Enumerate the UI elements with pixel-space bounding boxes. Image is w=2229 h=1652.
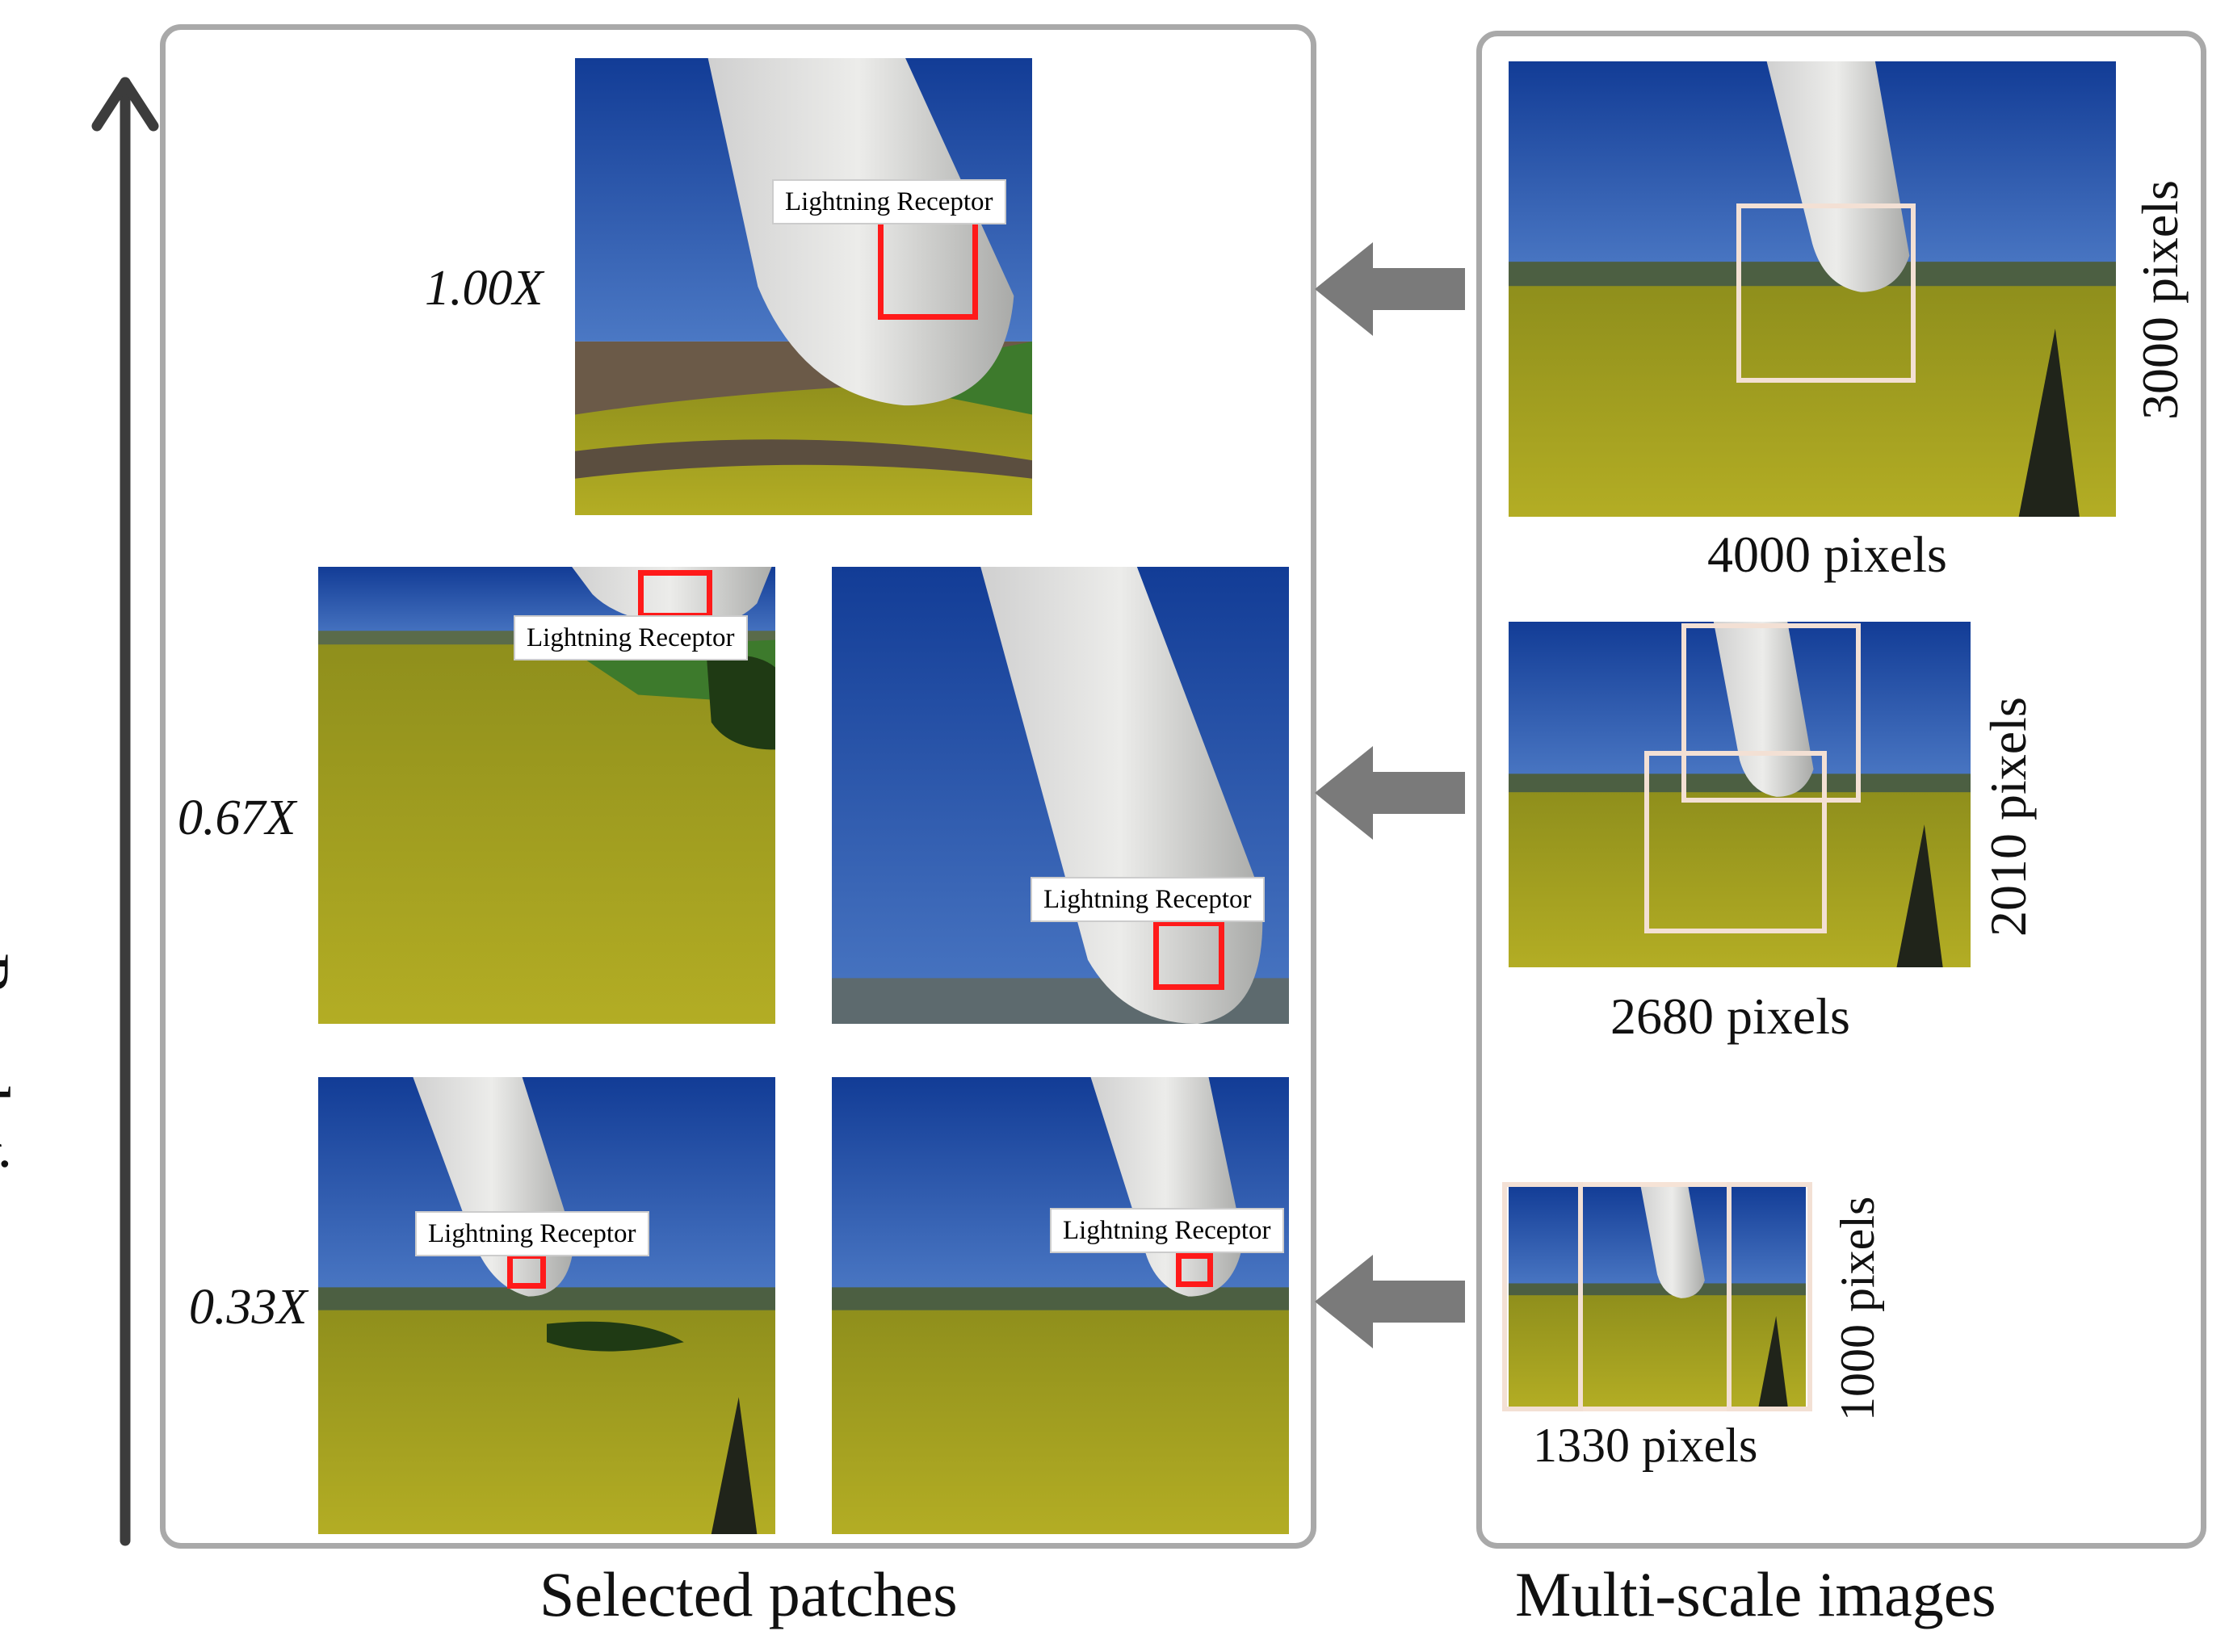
crop-box-2680-bottom bbox=[1644, 751, 1827, 933]
width-label-1330: 1330 pixels bbox=[1533, 1419, 1758, 1472]
resolution-axis-arrow bbox=[91, 77, 159, 1546]
receptor-box-067x-right bbox=[1153, 920, 1224, 990]
lightning-receptor-label-033x-left: Lightning Receptor bbox=[415, 1211, 649, 1256]
scale-label-033x: 0.33X bbox=[189, 1280, 308, 1335]
receptor-box-1x bbox=[878, 216, 978, 320]
patch-033x-left-image bbox=[318, 1077, 775, 1534]
receptor-box-033x-left bbox=[507, 1253, 546, 1289]
scale-label-067x: 0.67X bbox=[178, 790, 296, 845]
height-label-3000: 3000 pixels bbox=[2131, 180, 2189, 420]
width-label-4000: 4000 pixels bbox=[1707, 526, 1947, 583]
crop-box-4000 bbox=[1736, 203, 1916, 383]
lightning-receptor-label-067x-right: Lightning Receptor bbox=[1031, 877, 1265, 922]
height-label-1000: 1000 pixels bbox=[1831, 1196, 1884, 1421]
multiscale-image-2680 bbox=[1509, 622, 1971, 967]
selected-patches-caption: Selected patches bbox=[539, 1559, 958, 1629]
patch-033x-right-image bbox=[832, 1077, 1289, 1534]
arrow-033x bbox=[1315, 1255, 1465, 1348]
width-label-2680: 2680 pixels bbox=[1610, 987, 1850, 1045]
multiscale-image-4000 bbox=[1509, 61, 2116, 517]
multi-scale-images-caption: Multi-scale images bbox=[1515, 1559, 1996, 1629]
height-label-2010: 2010 pixels bbox=[1979, 697, 2037, 937]
arrow-067x bbox=[1315, 746, 1465, 840]
receptor-box-033x-right bbox=[1176, 1253, 1213, 1287]
crop-box-1330-right bbox=[1727, 1182, 1812, 1411]
multiscale-image-1330 bbox=[1509, 1185, 1806, 1408]
crop-box-1330-left bbox=[1502, 1182, 1583, 1411]
arrow-1x bbox=[1315, 242, 1465, 336]
scale-label-1x: 1.00X bbox=[425, 261, 544, 316]
resolution-axis-label: Resolution bbox=[0, 953, 23, 1240]
lightning-receptor-label-067x-left: Lightning Receptor bbox=[514, 615, 748, 660]
crop-box-2680-top bbox=[1681, 623, 1861, 803]
lightning-receptor-label-033x-right: Lightning Receptor bbox=[1050, 1208, 1284, 1253]
receptor-box-067x-left bbox=[638, 570, 712, 618]
lightning-receptor-label-1x: Lightning Receptor bbox=[772, 179, 1006, 224]
